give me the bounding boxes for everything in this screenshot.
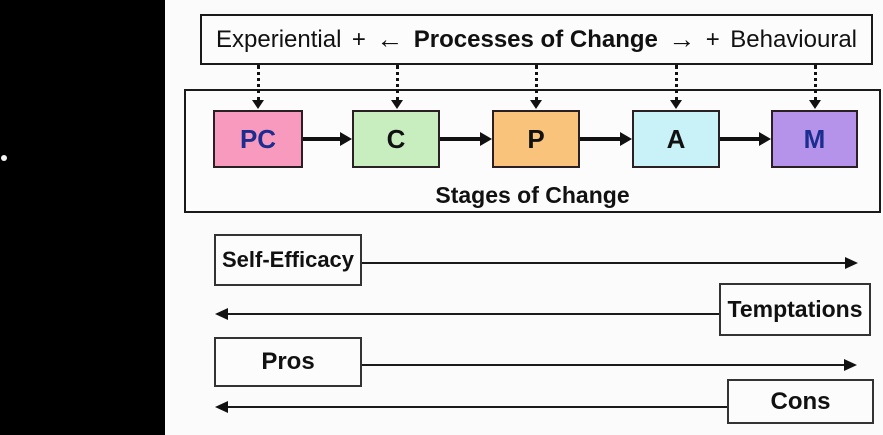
arrowhead-down-icon: [670, 100, 682, 109]
dotted-arrow-to-m: [809, 65, 821, 110]
stages-of-change-title: Stages of Change: [435, 182, 630, 208]
arrow-shaft: [362, 363, 844, 366]
dotted-line: [256, 65, 260, 101]
dotted-arrow-to-c: [391, 65, 403, 110]
arrow-shaft: [303, 137, 340, 141]
dotted-arrow-to-p: [530, 65, 542, 110]
cons-box: Cons: [727, 379, 874, 424]
stage-box-action: A: [632, 110, 720, 168]
dotted-line: [534, 65, 538, 101]
arrow-shaft: [362, 261, 845, 264]
arrowhead-left-icon: [215, 400, 228, 413]
letterbox-panel: [0, 0, 165, 435]
dotted-arrow-to-a: [670, 65, 682, 110]
arrowhead-right-icon: [620, 132, 632, 146]
stage-abbr: C: [386, 123, 406, 154]
arrow-p-to-a: [580, 132, 632, 146]
arrowhead-right-icon: [844, 358, 857, 371]
arrow-shaft: [228, 405, 727, 408]
experiential-label: Experiential: [216, 25, 342, 53]
stage-abbr: PC: [239, 123, 277, 154]
behavioural-label: Behavioural: [730, 25, 857, 53]
plus-left-sign: +: [351, 25, 366, 53]
arrowhead-left-icon: [215, 307, 228, 320]
arrowhead-down-icon: [809, 100, 821, 109]
dotted-line: [813, 65, 817, 101]
temptations-label: Temptations: [727, 296, 863, 322]
cons-decrease-arrow: [215, 400, 727, 413]
arrow-shaft: [440, 137, 480, 141]
stage-abbr: A: [666, 123, 686, 154]
self-efficacy-box: Self-Efficacy: [214, 234, 362, 286]
arrow-c-to-p: [440, 132, 492, 146]
cons-label: Cons: [770, 387, 831, 415]
arrowhead-right-icon: [759, 132, 771, 146]
stage-box-preparation: P: [492, 110, 580, 168]
arrowhead-right-icon: [845, 256, 858, 269]
temptations-box: Temptations: [719, 283, 871, 336]
self-efficacy-increase-arrow: [362, 256, 858, 269]
pros-increase-arrow: [362, 358, 857, 371]
processes-of-change-bar: Experiential + ← Processes of Change → +…: [200, 14, 873, 65]
arrowhead-right-icon: [340, 132, 352, 146]
stage-box-maintenance: M: [771, 110, 858, 168]
dotted-line: [674, 65, 678, 101]
pros-label: Pros: [261, 348, 315, 375]
stage-box-contemplation: C: [352, 110, 440, 168]
arrow-shaft: [580, 137, 620, 141]
dotted-arrow-to-pc: [252, 65, 264, 110]
stage-abbr: M: [803, 123, 826, 154]
plus-right-sign: +: [705, 25, 720, 53]
arrow-pc-to-c: [303, 132, 352, 146]
left-arrow-icon: ←: [376, 24, 404, 54]
stage-abbr: P: [527, 123, 545, 154]
cursor-dot: [1, 155, 7, 161]
arrowhead-down-icon: [530, 100, 542, 109]
pros-box: Pros: [214, 337, 362, 387]
arrowhead-right-icon: [480, 132, 492, 146]
arrow-a-to-m: [720, 132, 771, 146]
arrowhead-down-icon: [252, 100, 264, 109]
arrow-shaft: [720, 137, 759, 141]
processes-of-change-title: Processes of Change: [413, 25, 658, 53]
arrowhead-down-icon: [391, 100, 403, 109]
dotted-line: [395, 65, 399, 101]
stage-box-precontemplation: PC: [213, 110, 303, 168]
self-efficacy-label: Self-Efficacy: [221, 247, 355, 272]
temptations-decrease-arrow: [215, 307, 719, 320]
right-arrow-icon: →: [668, 24, 696, 54]
arrow-shaft: [228, 312, 719, 315]
